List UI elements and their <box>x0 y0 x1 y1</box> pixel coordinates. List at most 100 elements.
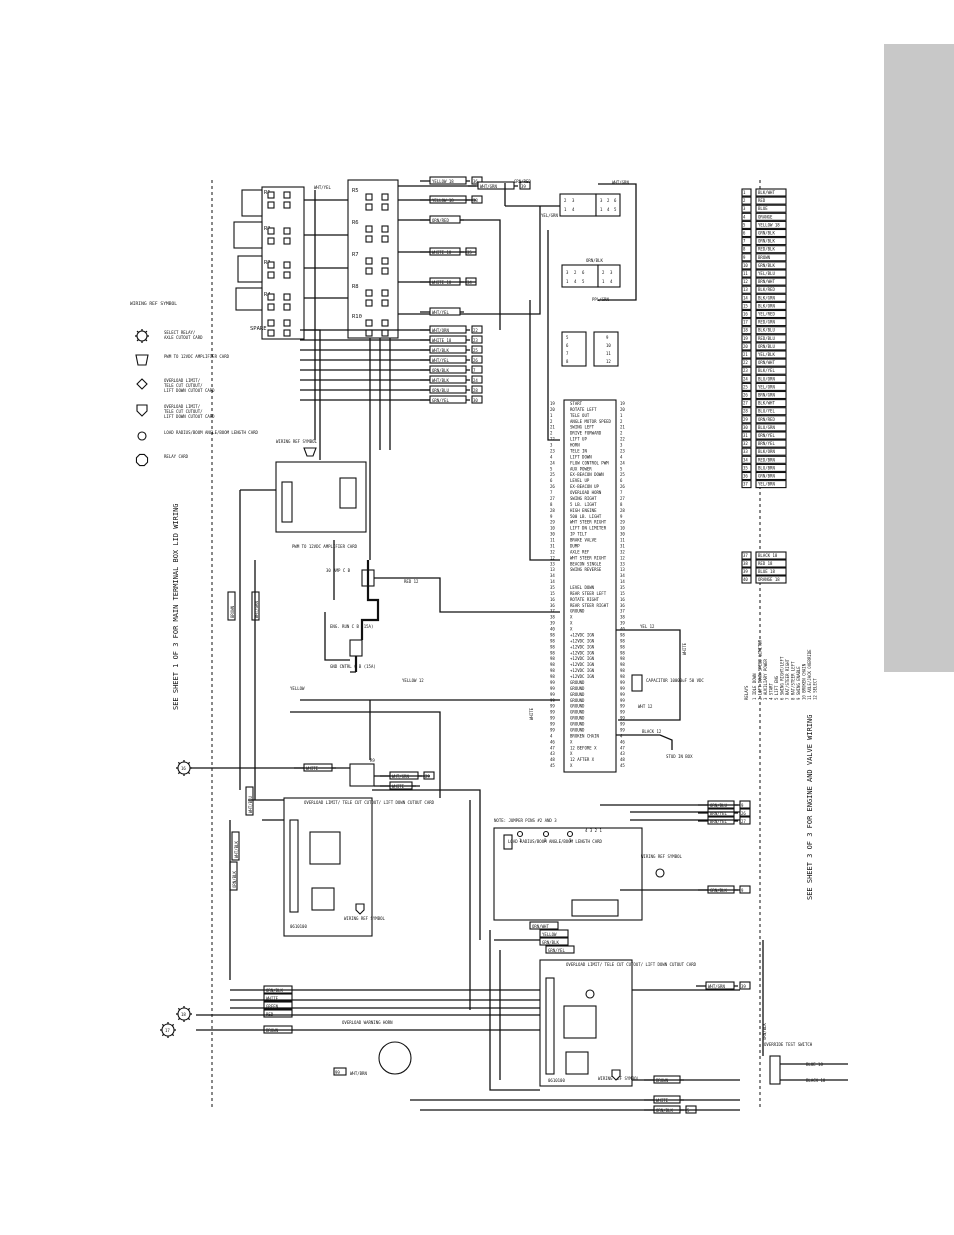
terminal-num-right: 99 <box>620 704 625 709</box>
conn-pin: 3 <box>600 198 603 203</box>
load-wire-1-color: BRN/YEL <box>710 811 727 816</box>
conn-mid-label: ORN/BLK <box>586 258 603 263</box>
right-terminal-num: 27 <box>743 401 748 406</box>
terminal-num-left: 2 <box>550 431 553 436</box>
terminal-num-left: 99 <box>550 686 555 691</box>
terminal-num-right: 38 <box>620 615 625 620</box>
top-wire-0-color: YELLOW 18 <box>432 179 454 184</box>
right-terminal-color: BLK/WHT <box>758 401 775 406</box>
terminal-num-right: 98 <box>620 674 625 679</box>
right-terminal-color: BLK/ORN <box>758 303 775 308</box>
circle-ref-num: 18 <box>181 1012 186 1017</box>
terminal-num-left: 40 <box>550 627 555 632</box>
right-terminal-color: BLU/BRN <box>758 465 775 470</box>
terminal-num-right: 10 <box>620 526 625 531</box>
bundle-wire-4-num: 7 <box>473 368 476 373</box>
terminal-num-right: 28 <box>620 508 625 513</box>
terminal-text: ANGLE MOTOR SPEED <box>570 419 612 424</box>
terminal-num-right: 19 <box>620 401 625 406</box>
terminal-num-right: 25 <box>620 472 625 477</box>
terminal-text: LIFT DN LIMITER <box>570 526 607 531</box>
right-sheet-ref: SEE SHEET 3 OF 3 FOR ENGINE AND VALVE WI… <box>806 715 814 900</box>
terminal-text: FLOW CONTROL PWM <box>570 460 609 465</box>
right-terminal-color: BLK/GRN <box>758 295 775 300</box>
right-terminal-color: BLK/BLU <box>758 328 775 333</box>
terminal-text: +12VDC IGN <box>570 650 595 655</box>
conn-pin: 1 <box>602 279 605 284</box>
ol2-wire-color: WHT/GRN <box>708 984 725 989</box>
right-terminal-color: GRN/BLK <box>758 231 775 236</box>
right-terminal-num: 21 <box>743 352 748 357</box>
right-terminal-num: 8 <box>743 247 746 252</box>
load-card-ref: WIRING REF SYMBOL <box>641 854 683 859</box>
terminal-num-right: 16 <box>620 597 625 602</box>
bundle-wire-0-num-box <box>471 325 483 334</box>
overload-horn: OVERLOAD WARNING HORN 99 WHT/BRN <box>333 1020 412 1076</box>
terminal-num-left: 35 <box>550 585 555 590</box>
circle-icon <box>655 868 665 878</box>
conn-pin: 2 <box>602 270 605 275</box>
terminal-text: +12VDC IGN <box>570 656 595 661</box>
terminal-text: HORN <box>570 443 580 448</box>
terminal-text: DUMP <box>570 543 580 548</box>
terminal-num-right: 37 <box>620 609 625 614</box>
terminal-text: +12VDC IGN <box>570 668 595 673</box>
right-terminal-num: 36 <box>743 474 748 479</box>
gear-icon <box>176 1006 192 1022</box>
top-wire-1-num-box <box>519 181 531 190</box>
terminal-text: SWING RIGHT <box>570 496 597 501</box>
terminal-text: GROUND <box>570 722 585 727</box>
terminal-num-left: 13 <box>550 567 555 572</box>
terminal-num-right: 99 <box>620 710 625 715</box>
terminal-num-right: 9 <box>620 514 623 519</box>
load-card-code: 4 3 2 1 <box>585 828 602 833</box>
relay-key-item: 12 SELECT <box>813 678 818 700</box>
legend-text: LOAD RADIUS/BOOM ANGLE/BOOM LENGTH CARD <box>164 430 259 435</box>
right-terminal-num: 10 <box>743 263 748 268</box>
terminal-num-right: 1 <box>620 413 623 418</box>
terminal-num-left: 30 <box>550 532 555 537</box>
terminal-text: +12VDC IGN <box>570 632 595 637</box>
right-terminal-color: RED 18 <box>758 561 773 566</box>
terminal-num-right: 2 <box>620 431 623 436</box>
terminal-num-right: 7 <box>620 490 623 495</box>
small-pin: 8 <box>566 359 569 364</box>
terminal-text: GROUND <box>570 609 585 614</box>
bundle-wire-4-tag <box>429 365 467 374</box>
wire-yellow12: YELLOW 12 <box>402 678 424 683</box>
legend-text: LIFT DOWN CUTOUT CARD <box>164 388 215 393</box>
bundle-wire-3-tag <box>429 355 467 364</box>
conn-bottom-label: PPL/GRN <box>592 297 609 302</box>
legend-text: RELAY CARD <box>164 454 189 459</box>
legend-text: SELECT RELAY/ <box>164 330 196 335</box>
r1-wire-label: WHT/YEL <box>314 185 331 190</box>
right-terminal-color: BLUE 18 <box>758 569 775 574</box>
circuit-breakers: 30 AMP C B ENG. RUN C B (15A) GND CNTRL … <box>290 560 560 691</box>
terminal-text: X <box>570 621 573 626</box>
bottom-wire-2: GREEN <box>266 1004 279 1009</box>
bundle-wire-3-num-box <box>471 355 483 364</box>
load-wire-2-color: BRN/YEL <box>710 819 727 824</box>
terminal-text: X <box>570 751 573 756</box>
mid-bundle-3: GRN/YEL <box>548 948 565 953</box>
amp-title: PWM TO 12VDC AMPLIFIER CARD <box>292 544 358 549</box>
right-terminal-color: BLK/YEL <box>758 368 775 373</box>
horn-label: OVERLOAD WARNING HORN <box>342 1020 393 1025</box>
terminal-num-right: 40 <box>620 627 625 632</box>
legend-text: PWM TO 12VDC AMPLIFIER CARD <box>164 354 230 359</box>
terminal-text: X <box>570 615 573 620</box>
right-terminal-num: 11 <box>743 271 748 276</box>
conn-pin: 4 <box>572 207 575 212</box>
relay-r6: R6 <box>352 220 359 226</box>
left-bus-2: WHT/BLU <box>248 796 253 813</box>
conn-pin: 1 <box>600 207 603 212</box>
right-terminal-color: BLK/ORN <box>758 449 775 454</box>
terminal-text: BRAKE VALVE <box>570 538 597 543</box>
right-terminal-num: 9 <box>743 255 746 260</box>
right-terminal-color: RED <box>758 198 766 203</box>
load-pin: 2 <box>544 838 547 843</box>
terminal-num-right: 5 <box>620 466 623 471</box>
